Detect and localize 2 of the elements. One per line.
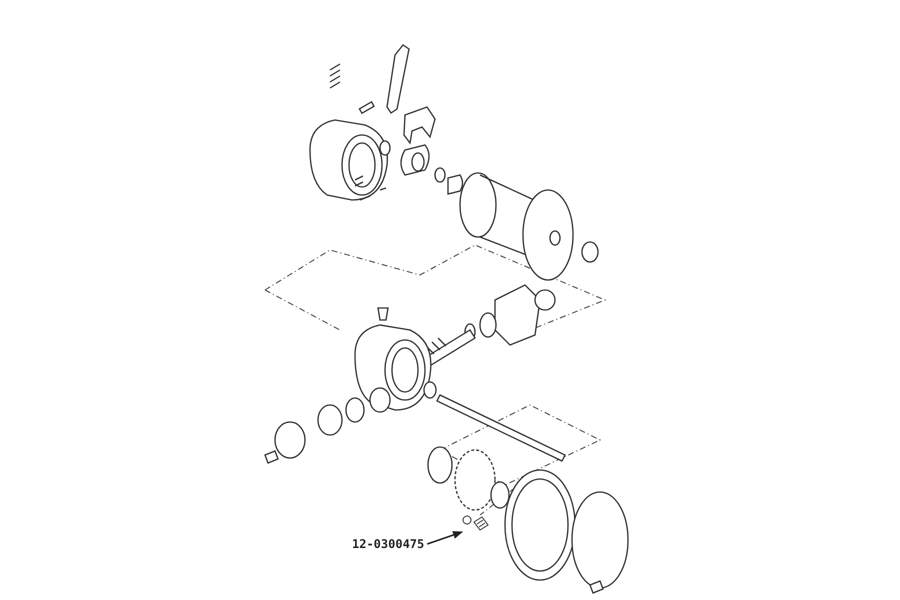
leader-arrow [426, 531, 463, 545]
part-number: 12-0300475 [352, 537, 424, 551]
